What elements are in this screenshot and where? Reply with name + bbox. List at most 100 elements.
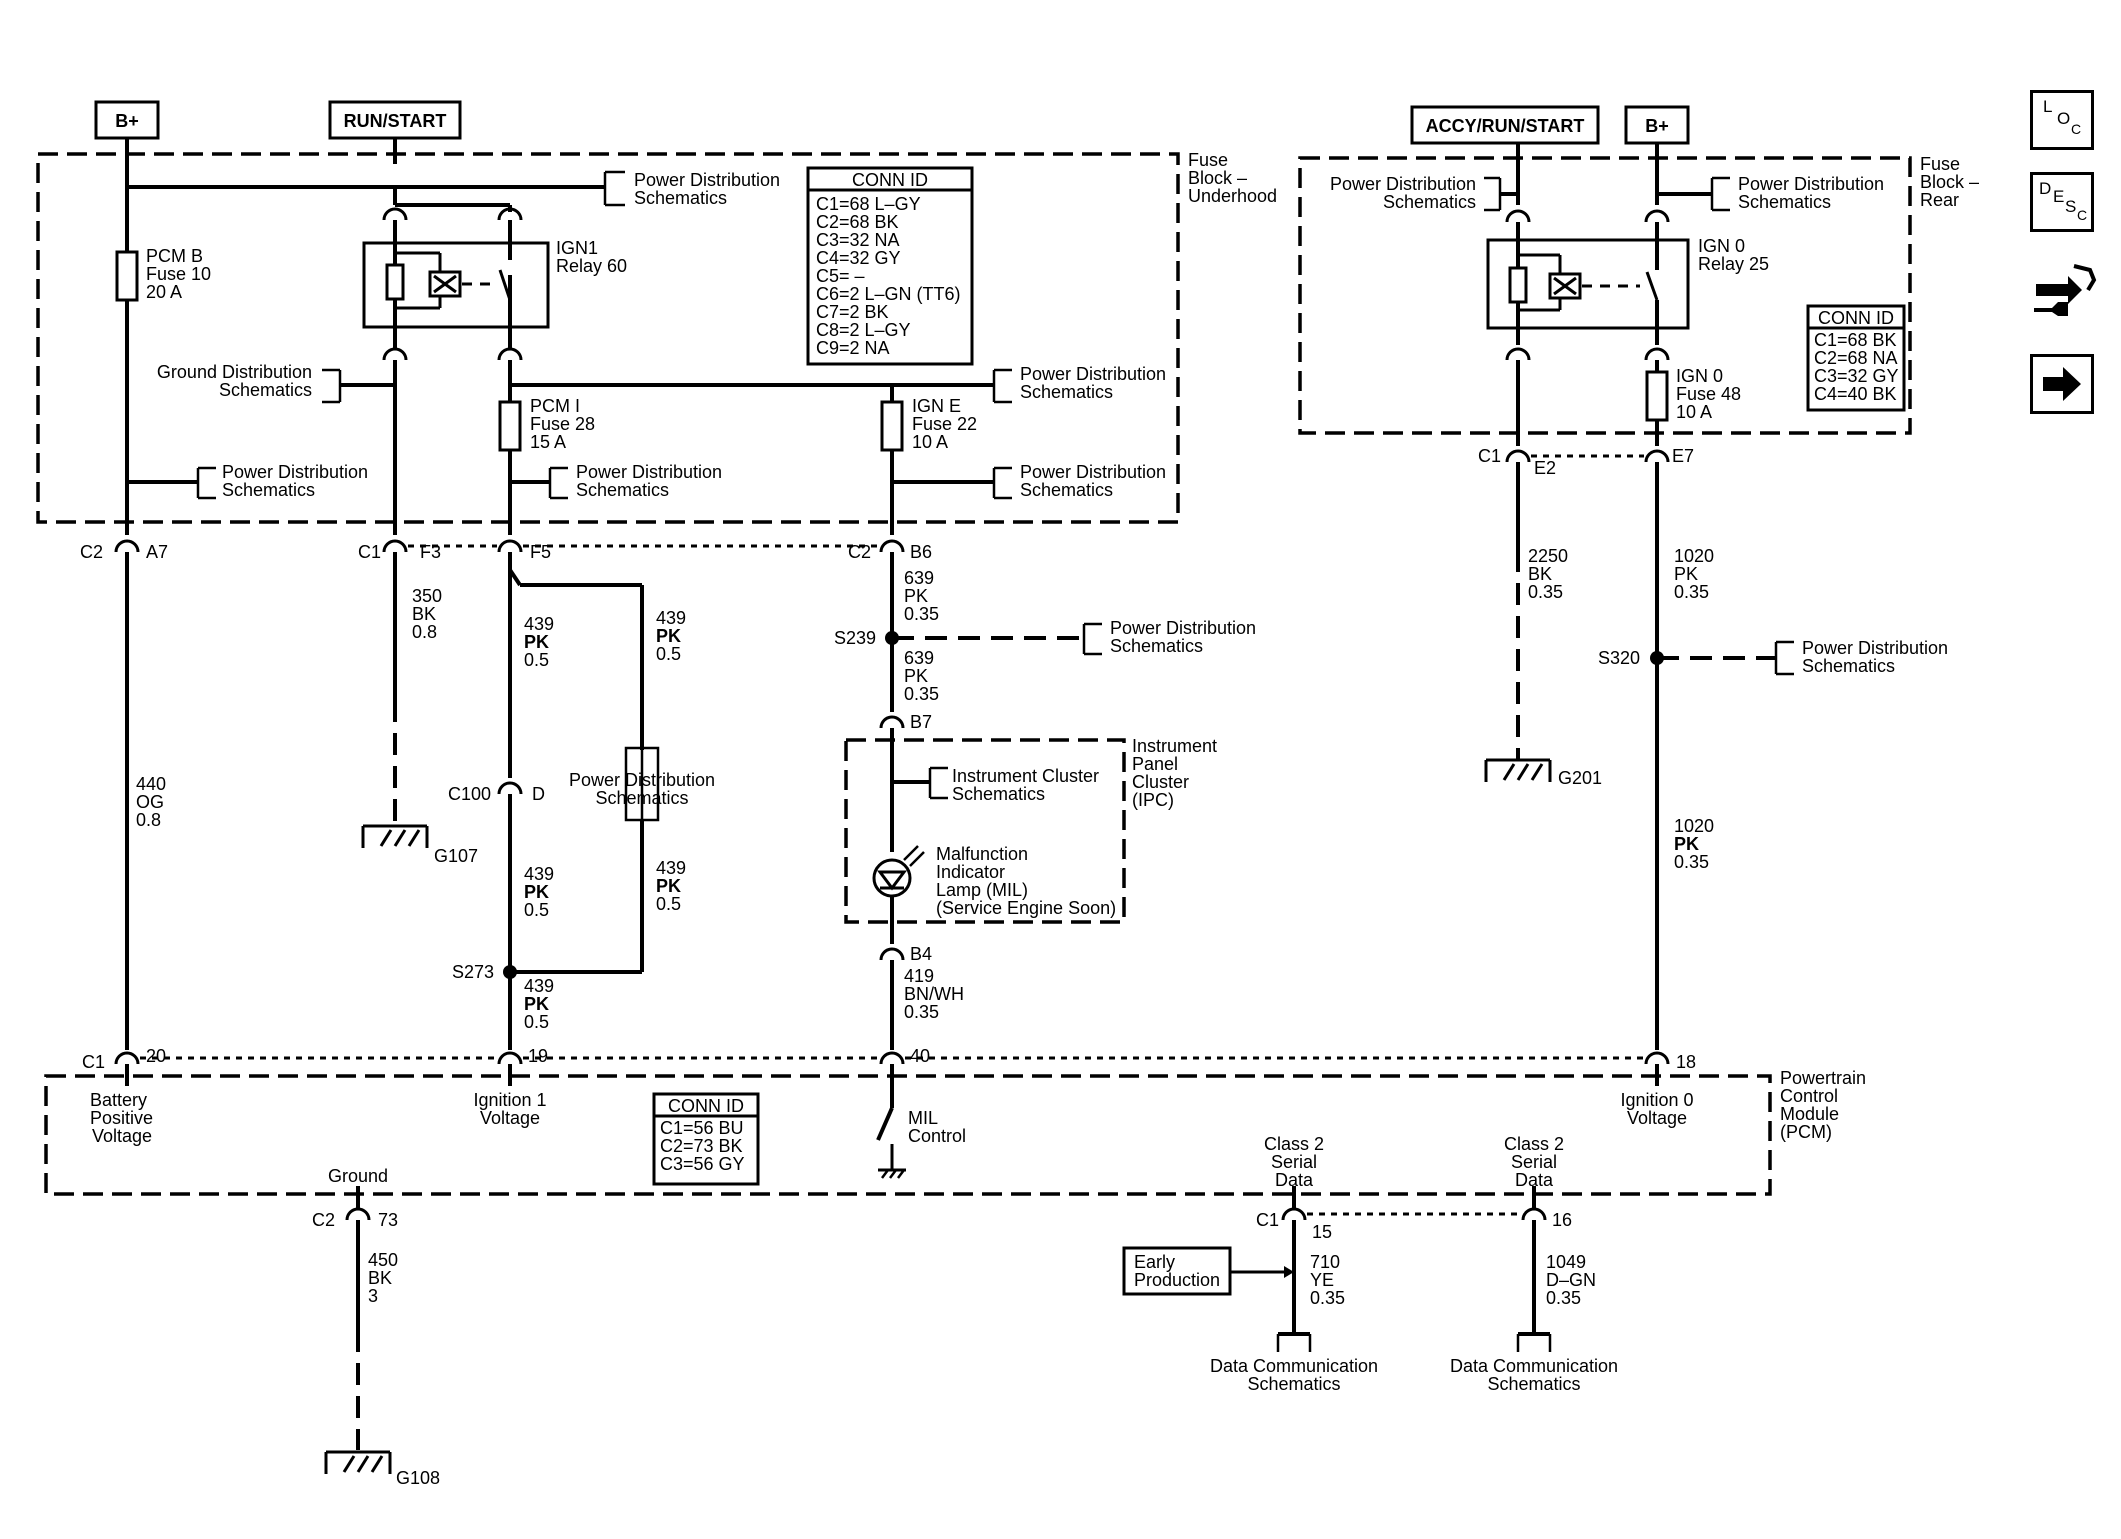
- svg-text:Relay 60: Relay 60: [556, 256, 627, 276]
- ref-ground-dist: Ground Distribution Schematics: [157, 362, 312, 400]
- svg-text:0.35: 0.35: [904, 604, 939, 624]
- svg-text:0.35: 0.35: [904, 1002, 939, 1022]
- svg-text:BK: BK: [412, 604, 436, 624]
- svg-text:D–GN: D–GN: [1546, 1270, 1596, 1290]
- svg-text:PK: PK: [524, 632, 549, 652]
- svg-text:E2: E2: [1534, 458, 1556, 478]
- svg-text:Serial: Serial: [1271, 1152, 1317, 1172]
- svg-text:Schematics: Schematics: [1020, 480, 1113, 500]
- svg-text:CONN ID: CONN ID: [852, 170, 928, 190]
- svg-text:Schematics: Schematics: [222, 480, 315, 500]
- svg-text:Cluster: Cluster: [1132, 772, 1189, 792]
- svg-text:Data: Data: [1515, 1170, 1554, 1190]
- svg-text:PCM I: PCM I: [530, 396, 580, 416]
- fuse-block-rear-label: Fuse Block – Rear: [1920, 154, 1979, 210]
- svg-text:439: 439: [524, 864, 554, 884]
- svg-text:Rear: Rear: [1920, 190, 1959, 210]
- ref-power-dist-s239: Power Distribution Schematics: [1110, 618, 1256, 656]
- svg-text:Instrument Cluster: Instrument Cluster: [952, 766, 1099, 786]
- svg-text:439: 439: [524, 976, 554, 996]
- svg-text:Schematics: Schematics: [595, 788, 688, 808]
- mid-connector-labels: C100 D B7 B4 S239 S273 G107: [434, 628, 932, 982]
- svg-text:C6=2 L–GN (TT6): C6=2 L–GN (TT6): [816, 284, 961, 304]
- connector-wrench-icon[interactable]: [2028, 256, 2097, 316]
- svg-text:RUN/START: RUN/START: [344, 111, 447, 131]
- svg-text:Power Distribution: Power Distribution: [1020, 364, 1166, 384]
- svg-text:20: 20: [146, 1046, 166, 1066]
- svg-text:BN/WH: BN/WH: [904, 984, 964, 1004]
- svg-text:0.35: 0.35: [1546, 1288, 1581, 1308]
- svg-text:Voltage: Voltage: [92, 1126, 152, 1146]
- svg-text:(PCM): (PCM): [1780, 1122, 1832, 1142]
- svg-text:C1: C1: [82, 1052, 105, 1072]
- svg-text:Schematics: Schematics: [576, 480, 669, 500]
- svg-text:Data Communication: Data Communication: [1210, 1356, 1378, 1376]
- ipc-refs: Instrument Cluster Schematics Malfunctio…: [936, 766, 1116, 918]
- svg-text:MIL: MIL: [908, 1108, 938, 1128]
- svg-text:0.8: 0.8: [136, 810, 161, 830]
- svg-text:Lamp (MIL): Lamp (MIL): [936, 880, 1028, 900]
- svg-text:0.5: 0.5: [656, 894, 681, 914]
- svg-text:C2: C2: [848, 542, 871, 562]
- svg-text:18: 18: [1676, 1052, 1696, 1072]
- svg-text:Underhood: Underhood: [1188, 186, 1277, 206]
- fuse-ign-e-label: IGN E Fuse 22 10 A: [912, 396, 977, 452]
- svg-text:710: 710: [1310, 1252, 1340, 1272]
- svg-text:Schematics: Schematics: [634, 188, 727, 208]
- svg-text:Power Distribution: Power Distribution: [1802, 638, 1948, 658]
- arrow-right-glyph: [2043, 367, 2081, 401]
- svg-text:(Service Engine Soon): (Service Engine Soon): [936, 898, 1116, 918]
- rear-labels: Power Distribution Schematics Power Dist…: [1330, 174, 1948, 788]
- svg-text:CONN ID: CONN ID: [1818, 308, 1894, 328]
- svg-text:Block –: Block –: [1920, 172, 1979, 192]
- fuse-pcm-i-label: PCM I Fuse 28 15 A: [530, 396, 595, 452]
- svg-text:Power Distribution: Power Distribution: [1020, 462, 1166, 482]
- ref-power-dist-4: Power Distribution Schematics: [576, 462, 722, 500]
- ref-power-dist-5: Power Distribution Schematics: [1020, 462, 1166, 500]
- arrow-right-icon[interactable]: [2030, 354, 2094, 414]
- svg-text:Control: Control: [1780, 1086, 1838, 1106]
- svg-text:G107: G107: [434, 846, 478, 866]
- conn-id-rear: CONN ID C1=68 BK C2=68 NA C3=32 GY C4=40…: [1806, 304, 1906, 412]
- svg-text:Schematics: Schematics: [1738, 192, 1831, 212]
- svg-text:C3=32 NA: C3=32 NA: [816, 230, 900, 250]
- desc-icon[interactable]: D E S C: [2030, 172, 2094, 232]
- svg-text:0.35: 0.35: [904, 684, 939, 704]
- svg-text:Class 2: Class 2: [1504, 1134, 1564, 1154]
- svg-text:Fuse 22: Fuse 22: [912, 414, 977, 434]
- underhood-connectors: C2 A7 C1 F3 F5 C2 B6: [80, 539, 932, 562]
- svg-text:Power Distribution: Power Distribution: [634, 170, 780, 190]
- svg-text:2250: 2250: [1528, 546, 1568, 566]
- svg-text:C5= –: C5= –: [816, 266, 865, 286]
- svg-text:Powertrain: Powertrain: [1780, 1068, 1866, 1088]
- svg-text:YE: YE: [1310, 1270, 1334, 1290]
- svg-text:16: 16: [1552, 1210, 1572, 1230]
- svg-text:S239: S239: [834, 628, 876, 648]
- svg-text:B6: B6: [910, 542, 932, 562]
- svg-text:IGN 0: IGN 0: [1676, 366, 1723, 386]
- svg-text:CONN ID: CONN ID: [668, 1096, 744, 1116]
- svg-text:S273: S273: [452, 962, 494, 982]
- run-start-tag: RUN/START: [328, 100, 462, 140]
- svg-text:0.35: 0.35: [1674, 852, 1709, 872]
- svg-text:PK: PK: [656, 876, 681, 896]
- svg-text:0.5: 0.5: [524, 650, 549, 670]
- svg-text:C2: C2: [312, 1210, 335, 1230]
- svg-text:40: 40: [910, 1046, 930, 1066]
- loc-icon[interactable]: L O C: [2030, 90, 2094, 150]
- pcm-pin-labels: Battery Positive Voltage Ignition 1 Volt…: [90, 1090, 1694, 1190]
- svg-text:Indicator: Indicator: [936, 862, 1005, 882]
- svg-text:PK: PK: [656, 626, 681, 646]
- svg-text:C1=56 BU: C1=56 BU: [660, 1118, 744, 1138]
- underhood-wiring: [115, 138, 1012, 535]
- svg-text:Voltage: Voltage: [1627, 1108, 1687, 1128]
- svg-text:C1: C1: [1256, 1210, 1279, 1230]
- pcm-bottom-wiring: C2 73 G108 C1 15 16: [312, 1186, 1572, 1488]
- svg-text:Serial: Serial: [1511, 1152, 1557, 1172]
- fuse-block-underhood-outline: [36, 152, 1180, 524]
- svg-text:0.8: 0.8: [412, 622, 437, 642]
- svg-text:Production: Production: [1134, 1270, 1220, 1290]
- svg-text:Schematics: Schematics: [219, 380, 312, 400]
- svg-text:Fuse: Fuse: [1920, 154, 1960, 174]
- ign1-relay-box: [362, 241, 550, 329]
